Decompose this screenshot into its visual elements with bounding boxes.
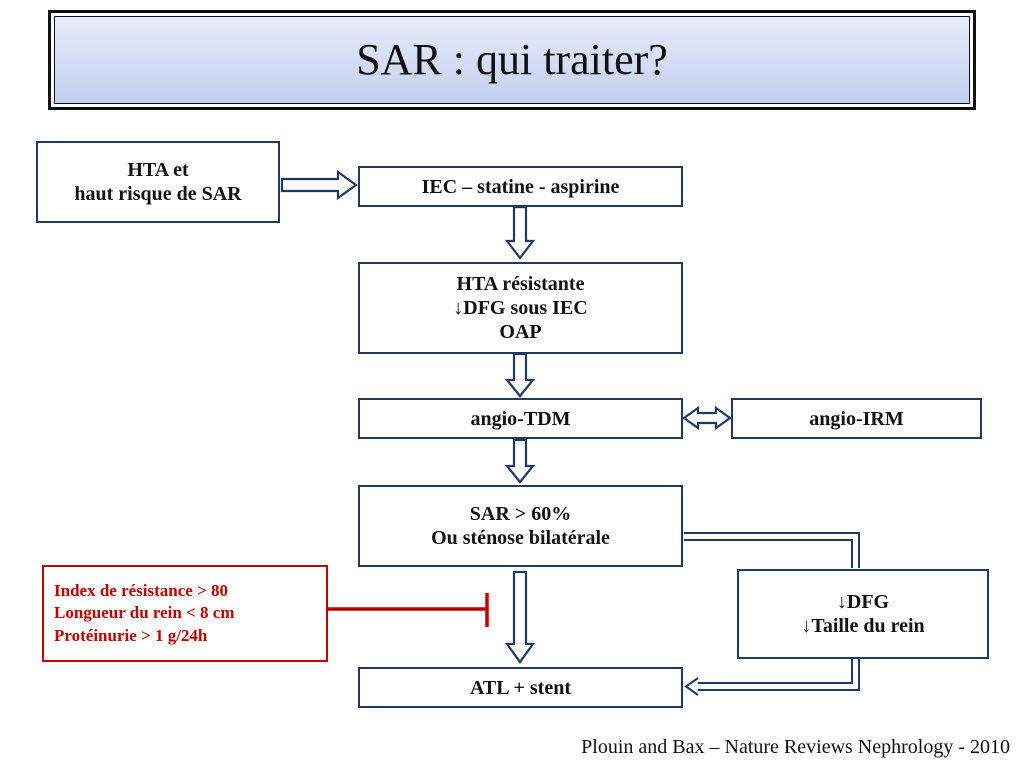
connector-dfg-to-atl-outer [698,659,860,691]
contra-line-2: Longueur du rein < 8 cm [54,603,235,623]
box-dfg-taille: ↓DFG ↓Taille du rein [737,569,989,659]
box-atl-stent: ATL + stent [358,667,683,708]
box-resistante-line-3: OAP [499,321,542,343]
box-hta-line-2: haut risque de SAR [74,183,242,205]
connector-dfg-to-atl-head [684,677,699,696]
box-hta-line-1: HTA et [127,159,189,181]
connector-sar-to-dfg-outer [684,532,860,568]
arrow-hta-to-iec [280,169,358,201]
box-sar-line-2: Ou sténose bilatérale [431,527,610,549]
box-dfg-line-2: ↓Taille du rein [801,615,925,637]
contra-line-3: Protéinurie > 1 g/24h [54,625,208,645]
box-hta-resistante: HTA résistante ↓DFG sous IEC OAP [358,262,683,354]
title-frame: SAR : qui traiter? [48,10,976,110]
box-angio-tdm: angio-TDM [358,398,683,439]
box-resistante-line-2: ↓DFG sous IEC [453,297,588,319]
box-sar-60: SAR > 60% Ou sténose bilatérale [358,485,683,567]
box-dfg-line-1: ↓DFG [836,591,890,613]
connector-sar-to-dfg-inner [684,539,853,568]
box-resistante-line-1: HTA résistante [456,273,585,295]
arrow-tdm-irm-bidirectional [682,405,732,431]
box-angio-irm: angio-IRM [731,398,982,439]
citation: Plouin and Bax – Nature Reviews Nephrolo… [581,736,1010,758]
connector-dfg-to-atl-inner [698,659,853,684]
title-banner: SAR : qui traiter? [54,16,970,104]
box-iec-statine: IEC – statine - aspirine [358,166,683,207]
arrow-resistante-to-tdm [504,352,536,398]
arrow-sar-to-atl [504,570,536,664]
arrow-iec-to-resistante [504,205,536,260]
arrow-tdm-to-sar [504,438,536,484]
box-tdm-line-1: angio-TDM [470,407,571,430]
box-sar-line-1: SAR > 60% [469,503,572,525]
box-iec-line-1: IEC – statine - aspirine [421,175,620,198]
contra-line-1: Index de résistance > 80 [54,581,229,601]
box-irm-line-1: angio-IRM [809,407,904,430]
box-atl-line-1: ATL + stent [469,676,572,699]
box-contre-indications: Index de résistance > 80 Longueur du rei… [42,565,328,662]
slide-title: SAR : qui traiter? [356,35,668,84]
box-hta-risque: HTA et haut risque de SAR [36,141,280,223]
